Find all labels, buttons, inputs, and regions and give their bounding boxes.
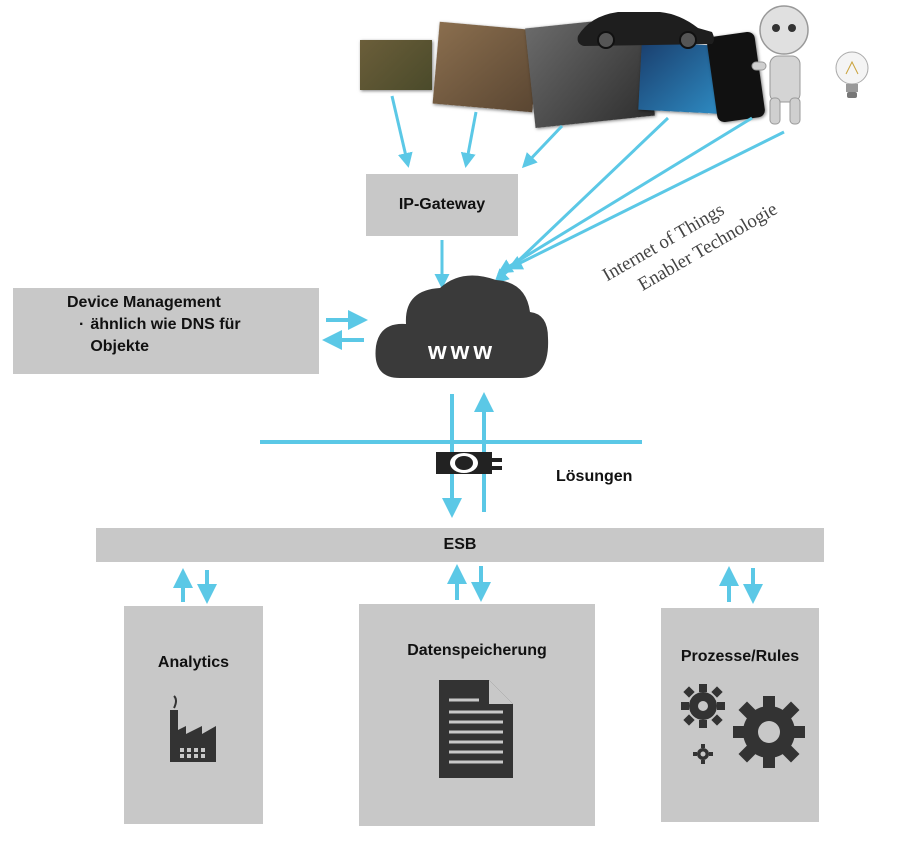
data-storage-label: Datenspeicherung bbox=[407, 642, 547, 659]
circuit-boards-photo bbox=[360, 40, 432, 90]
ip-gateway-box: IP-Gateway bbox=[366, 174, 518, 236]
factory-icon bbox=[170, 695, 216, 762]
www-cloud bbox=[375, 275, 549, 378]
document-icon bbox=[439, 680, 513, 778]
connector-icon bbox=[436, 452, 502, 474]
analytics-box: Analytics bbox=[124, 606, 263, 824]
www-label: www bbox=[427, 338, 496, 365]
lightbulb-icon bbox=[835, 51, 869, 98]
device-to-gateway-arrows bbox=[390, 95, 564, 169]
processes-label: Prozesse/Rules bbox=[680, 648, 800, 665]
analytics-label: Analytics bbox=[157, 654, 230, 671]
device-management-bullet-row: · ähnlich wie DNS für Objekte bbox=[67, 314, 319, 358]
esb-label: ESB bbox=[443, 536, 477, 553]
device-management-bullet: ähnlich wie DNS für Objekte bbox=[90, 316, 241, 355]
solutions-label: Lösungen bbox=[556, 468, 633, 485]
ip-gateway-label: IP-Gateway bbox=[398, 196, 486, 213]
bullet-icon: · bbox=[79, 316, 85, 333]
data-storage-box: Datenspeicherung bbox=[359, 604, 595, 826]
device-management-box: Device Management · ähnlich wie DNS für … bbox=[13, 288, 319, 374]
car-icon bbox=[577, 12, 714, 49]
device-to-cloud-arrows bbox=[493, 116, 785, 285]
device-management-title: Device Management bbox=[67, 294, 221, 311]
gears-icon bbox=[681, 684, 805, 768]
esb-bar: ESB bbox=[96, 528, 824, 562]
robot-icon bbox=[751, 5, 809, 125]
device-management-arrows bbox=[322, 310, 368, 350]
esb-module-arrows bbox=[173, 564, 763, 604]
processes-box: Prozesse/Rules bbox=[661, 608, 819, 822]
